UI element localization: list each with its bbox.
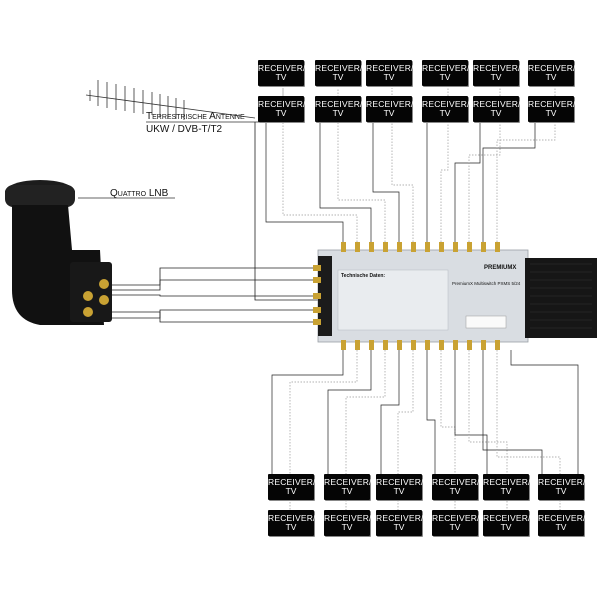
multiswitch [313, 242, 597, 350]
receiver-tv: RECEIVER/TV [366, 60, 413, 86]
receiver-tv: RECEIVER/TV [538, 510, 585, 536]
receiver-tv: RECEIVER/TV [376, 510, 423, 536]
receiver-tv: RECEIVER/TV [366, 96, 413, 122]
receiver-tv: RECEIVER/TV [258, 60, 305, 86]
receiver-tv: RECEIVER/TV [483, 510, 530, 536]
receiver-tv: RECEIVER/TV [324, 474, 371, 500]
receiver-tv: RECEIVER/TV [258, 96, 305, 122]
quattro-lnb-icon [5, 180, 112, 325]
receiver-tv: RECEIVER/TV [422, 96, 469, 122]
receiver-tv: RECEIVER/TV [315, 96, 362, 122]
receiver-tv: RECEIVER/TV [376, 474, 423, 500]
antenna-subtitle: UKW / DVB-T/T2 [146, 124, 223, 135]
receiver-tv: RECEIVER/TV [528, 60, 575, 86]
antenna-title: Terrestrische Antenne [146, 111, 245, 122]
multiswitch-brand: PREMIUMX [484, 265, 517, 271]
receiver-tv: RECEIVER/TV [268, 510, 315, 536]
receiver-tv: RECEIVER/TV [473, 96, 520, 122]
receiver-tv: RECEIVER/TV [473, 60, 520, 86]
receiver-tv: RECEIVER/TV [324, 510, 371, 536]
receiver-tv: RECEIVER/TV [422, 60, 469, 86]
receiver-tv: RECEIVER/TV [315, 60, 362, 86]
receiver-tv: RECEIVER/TV [538, 474, 585, 500]
multiswitch-spec-title: Technische Daten: [341, 273, 386, 279]
receiver-tv: RECEIVER/TV [483, 474, 530, 500]
receiver-tv: RECEIVER/TV [432, 510, 479, 536]
multiswitch-model: PremiumX Multiswitch PXMS 5/24 [452, 281, 521, 286]
receiver-tv: RECEIVER/TV [268, 474, 315, 500]
receiver-tv: RECEIVER/TV [528, 96, 575, 122]
lnb-label: Quattro LNB [110, 188, 169, 199]
receiver-tv: RECEIVER/TV [432, 474, 479, 500]
terrestrial-antenna-icon [85, 80, 256, 120]
